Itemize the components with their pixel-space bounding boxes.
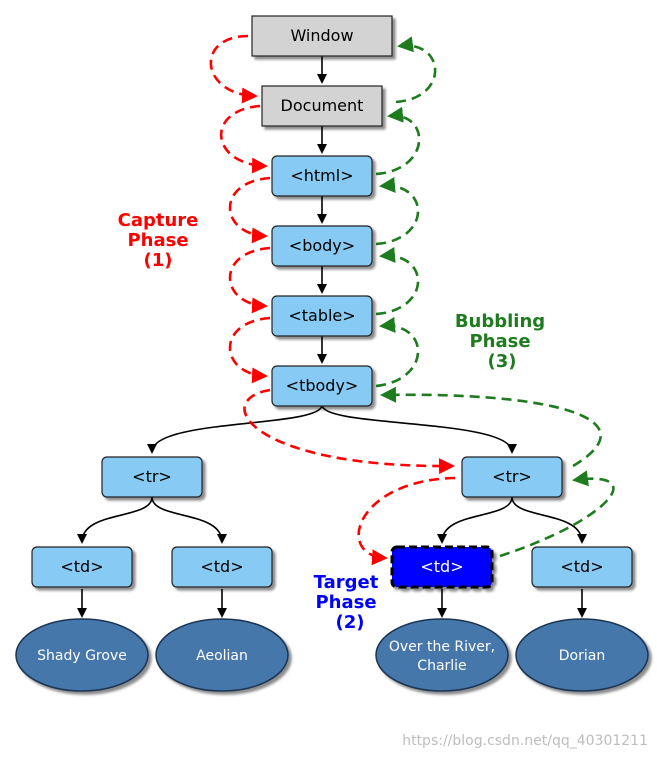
node-body: <body>: [271, 225, 373, 267]
edge-tr-left-td2: [151, 496, 227, 544]
node-td-1: <td>: [31, 546, 133, 588]
capture-arrow-document-html: [219, 104, 268, 174]
capture-arrow-tr-td: [357, 476, 456, 566]
bubbling-arrows: [375, 36, 615, 558]
node-tr-right-label: <tr>: [492, 467, 532, 486]
bubbling-phase-label: Bubbling Phase (3): [455, 311, 545, 372]
node-td-target-label: <td>: [420, 557, 463, 576]
node-tr-right: <tr>: [461, 456, 563, 498]
node-body-label: <body>: [289, 236, 355, 255]
node-td-4-label: <td>: [560, 557, 603, 576]
bubble-arrow-document-window: [395, 36, 437, 104]
leaf-over-the-river: Over the River, Charlie: [375, 618, 509, 692]
watermark-text: https://blog.csdn.net/qq_40301211: [402, 733, 648, 749]
leaf-over-the-river-line2: Charlie: [417, 658, 466, 674]
bubble-arrow-tr-tbody: [380, 386, 602, 468]
capture-arrow-table-tbody: [228, 316, 271, 384]
bubbling-phase-line2: Phase: [469, 331, 530, 352]
leaf-shady-grove: Shady Grove: [15, 618, 149, 692]
tree-connectors: [77, 56, 587, 618]
node-document-label: Document: [281, 96, 364, 115]
node-window: Window: [251, 15, 393, 57]
target-phase-label: Target Phase (2): [314, 572, 379, 633]
node-td-2-label: <td>: [200, 557, 243, 576]
leaf-dorian: Dorian: [515, 618, 649, 692]
bubble-arrow-html-document: [375, 106, 421, 176]
capture-arrow-body-table: [228, 246, 271, 314]
bubble-arrow-table-body: [375, 246, 420, 316]
bubble-arrow-td-tr: [499, 470, 615, 558]
node-document: Document: [261, 85, 383, 127]
capture-arrow-html-body: [228, 176, 271, 244]
target-phase-line3: (2): [336, 612, 365, 633]
node-tbody: <tbody>: [271, 365, 373, 407]
node-tbody-label: <tbody>: [286, 376, 359, 395]
node-td-target: <td>: [390, 545, 494, 589]
leaf-aeolian: Aeolian: [155, 618, 289, 692]
capture-phase-line1: Capture: [118, 210, 199, 231]
capture-arrow-tbody-tr: [243, 388, 455, 475]
edge-tbody-tr-left: [147, 404, 323, 454]
leaf-over-the-river-line1: Over the River,: [389, 639, 495, 655]
target-phase-line2: Phase: [315, 592, 376, 613]
capture-arrows: [209, 34, 456, 566]
edge-tr-right-td4: [511, 496, 587, 544]
node-td-2: <td>: [171, 546, 273, 588]
node-html-label: <html>: [290, 166, 353, 185]
capture-phase-line3: (1): [144, 250, 173, 271]
capture-phase-label: Capture Phase (1): [118, 210, 199, 271]
node-td-1-label: <td>: [60, 557, 103, 576]
node-table: <table>: [271, 295, 373, 337]
node-table-label: <table>: [288, 306, 355, 325]
edge-tr-right-td-target: [437, 496, 513, 544]
capture-phase-line2: Phase: [127, 230, 188, 251]
edge-tbody-tr-right: [321, 404, 517, 454]
node-tr-left-label: <tr>: [132, 467, 172, 486]
node-td-4: <td>: [531, 546, 633, 588]
leaf-shady-grove-label: Shady Grove: [37, 648, 127, 664]
bubble-arrow-tbody-table: [375, 316, 420, 388]
capture-arrow-window-document: [209, 34, 258, 104]
node-window-label: Window: [290, 26, 353, 45]
bubble-arrow-body-html: [375, 176, 420, 246]
target-phase-line1: Target: [314, 572, 379, 593]
leaf-aeolian-label: Aeolian: [196, 648, 248, 664]
bubbling-phase-line3: (3): [488, 351, 517, 372]
node-tr-left: <tr>: [101, 456, 203, 498]
bubbling-phase-line1: Bubbling: [455, 311, 545, 332]
leaf-dorian-label: Dorian: [559, 648, 605, 664]
node-html: <html>: [271, 155, 373, 197]
edge-tr-left-td1: [77, 496, 153, 544]
